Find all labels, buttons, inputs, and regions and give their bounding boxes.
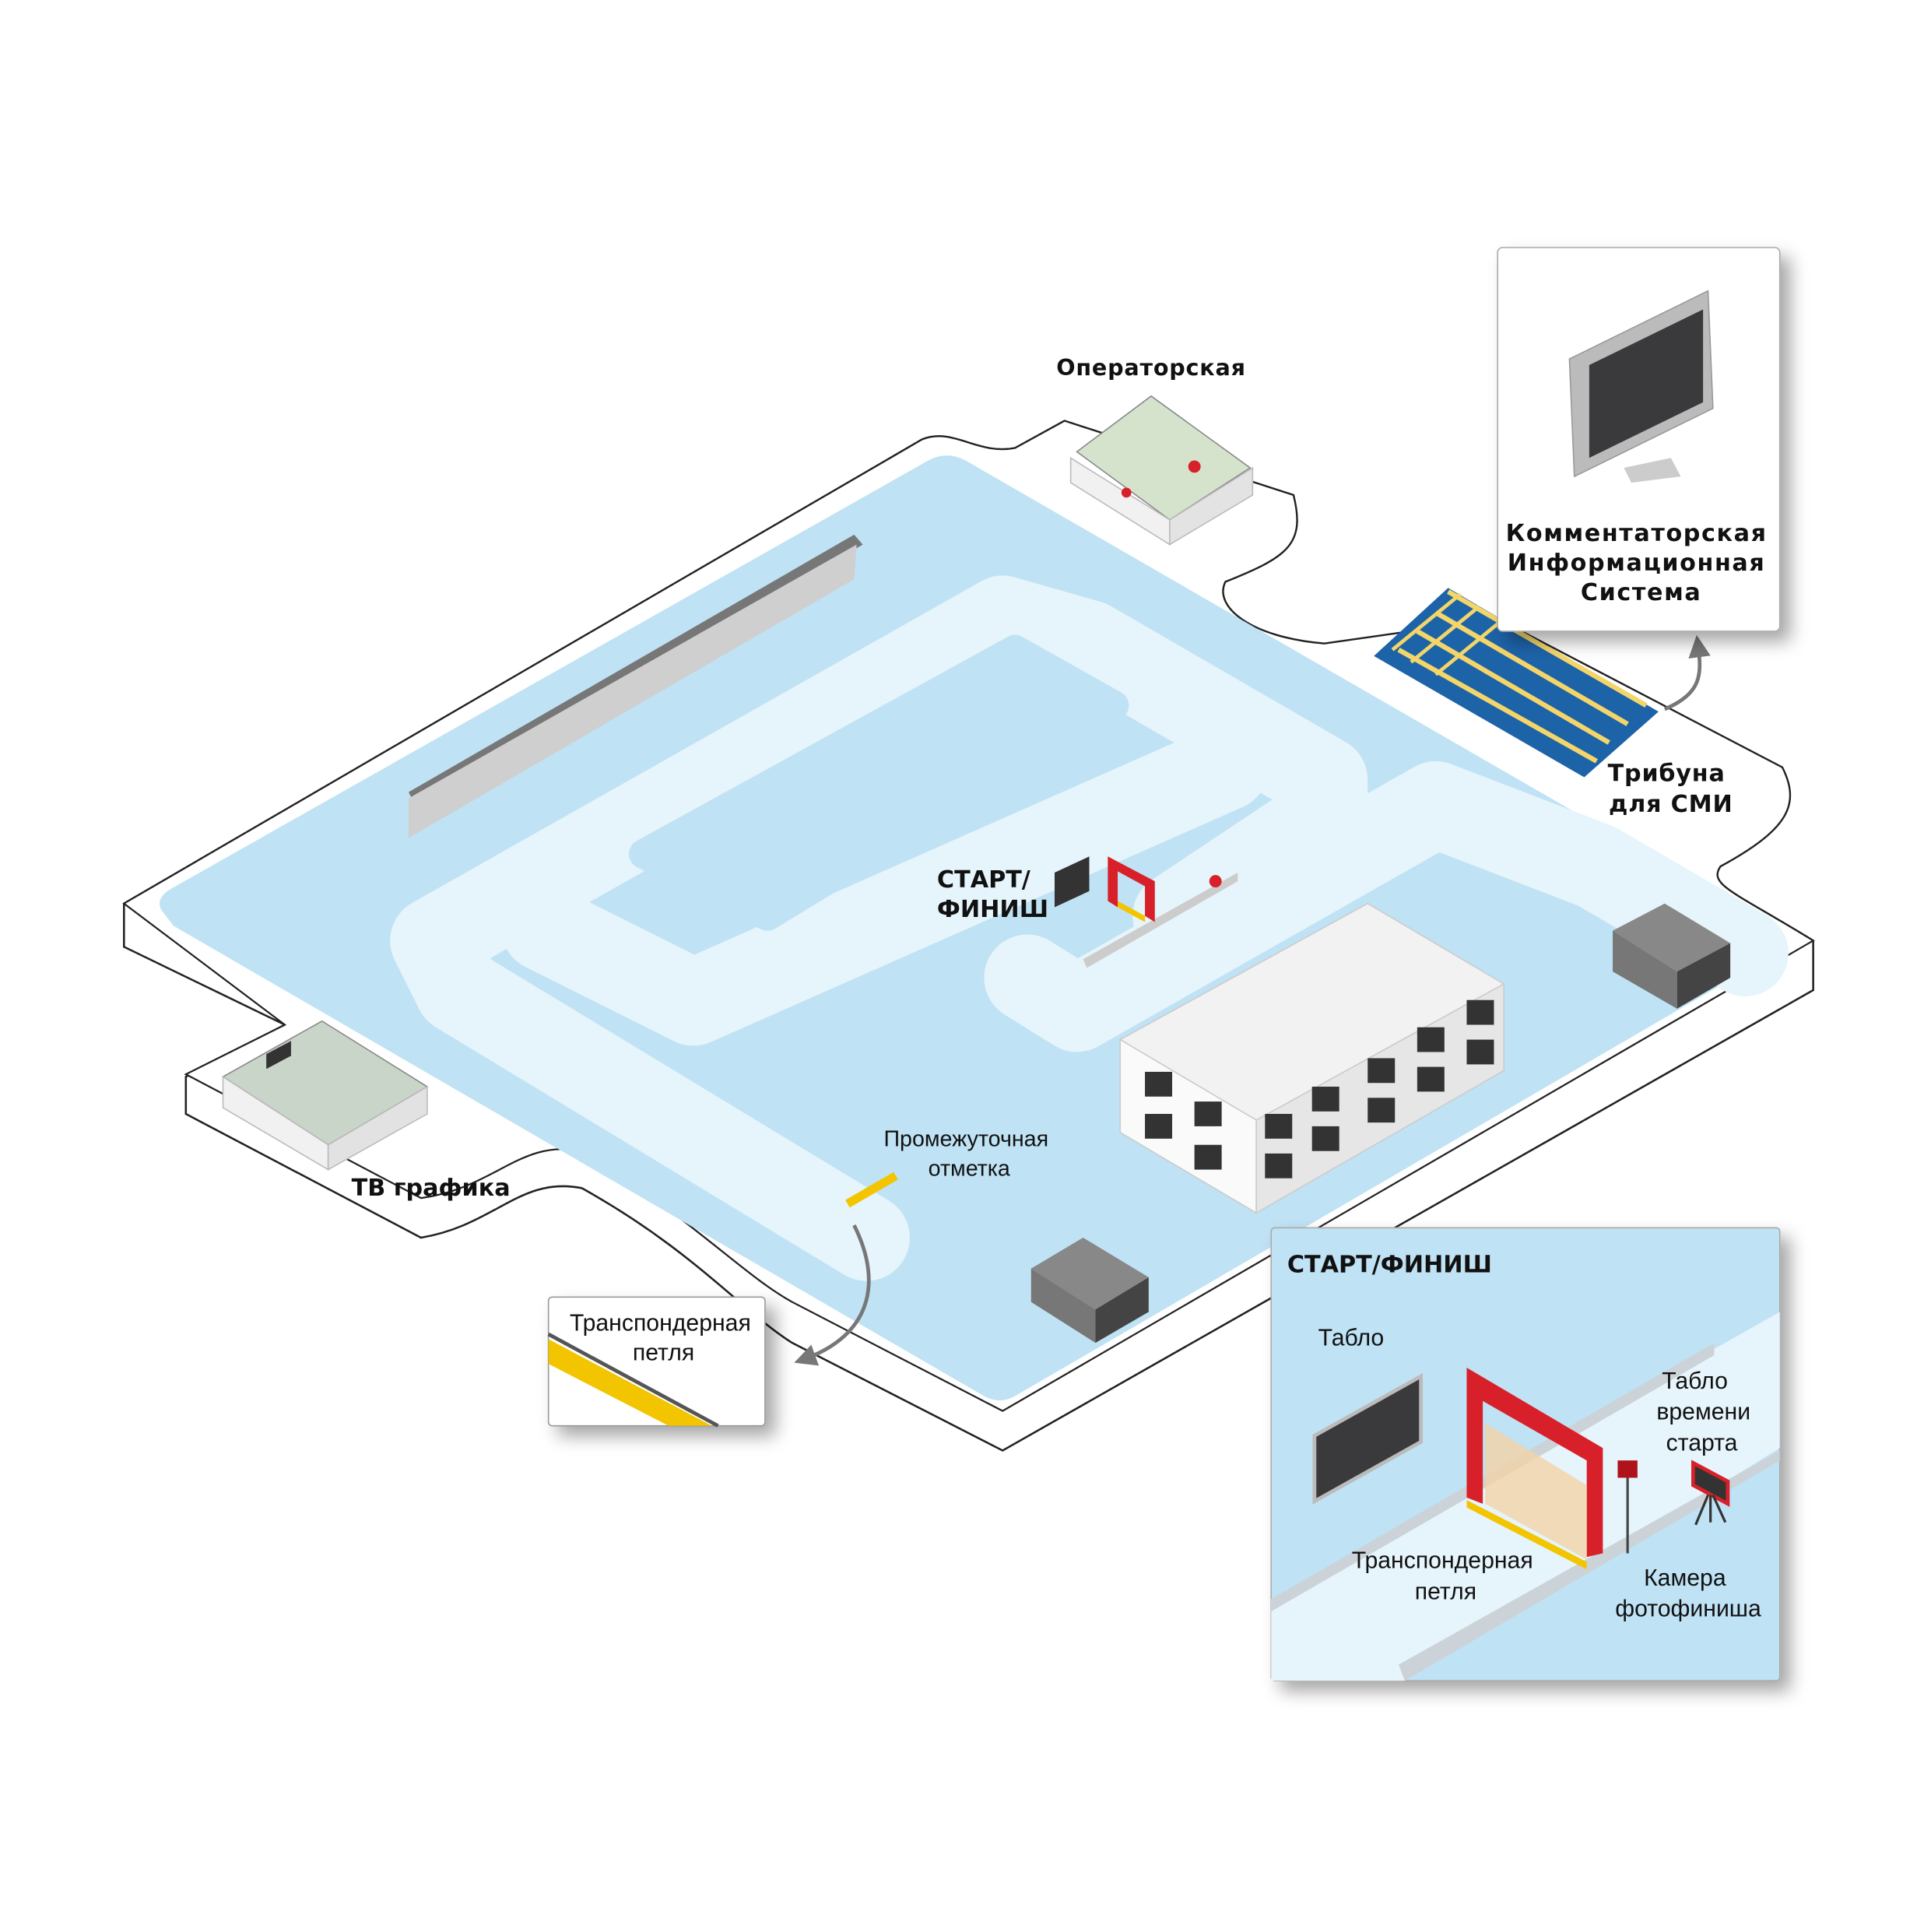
transponder-loop-card: Транспондерная петля [547, 1296, 766, 1428]
operator-room [1069, 395, 1254, 546]
inset-transponder-label-1: Транспондерная [1352, 1548, 1533, 1574]
scoreboard-icon [1312, 1373, 1424, 1505]
svg-text:Табло времени стар: Табло времени старта [1656, 1368, 1757, 1456]
svg-text:Транспондерная петля: Транспондерная петля [1352, 1548, 1540, 1605]
callout-arrow-loop [794, 1224, 871, 1366]
svg-text:Камера фотофиниша: Камера фотофиниша [1615, 1565, 1761, 1622]
transponder-callout-line-2: петля [633, 1340, 694, 1365]
callout-arrow-media [1663, 634, 1711, 711]
photo-finish-camera-icon [1617, 1460, 1638, 1478]
inset-title: СТАРТ/ФИНИШ [1287, 1252, 1492, 1279]
svg-text:СТАРТ/ ФИНИШ: СТАРТ/ ФИНИШ [937, 866, 1048, 923]
start-time-board-label-1: Табло [1662, 1368, 1728, 1394]
spectator-stand [408, 534, 863, 838]
start-time-board-label-2: времени [1656, 1400, 1750, 1425]
start-time-board-icon [1691, 1460, 1730, 1507]
intermediate-mark-label-2: отметка [929, 1157, 1010, 1182]
media-stand-label-1: Трибуна [1608, 760, 1726, 787]
photo-finish-label-1: Камера [1644, 1565, 1726, 1591]
svg-text:Промежуточная отметка: Промежуточная отметка [883, 1126, 1055, 1181]
tv-graphics-label: ТВ графика [352, 1175, 511, 1202]
commentator-system-card: Комментаторская Информационная Система [1497, 247, 1781, 632]
intermediate-loop-marker [845, 1171, 898, 1208]
tv-graphics-room [221, 1020, 429, 1171]
operator-room-label: Операторская [1056, 354, 1246, 381]
ice-surface [160, 455, 1785, 1401]
svg-text:Трибуна для СМИ: Трибуна для СМИ [1608, 760, 1734, 818]
start-finish-label-2: ФИНИШ [937, 896, 1048, 923]
track [390, 575, 1789, 1281]
inset-scoreboard-label: Табло [1318, 1325, 1385, 1351]
commentator-label-3: Система [1581, 579, 1701, 606]
garage-bottom [1030, 1238, 1149, 1344]
commentator-label-1: Комментаторская [1506, 520, 1768, 547]
intermediate-mark-label-1: Промежуточная [883, 1126, 1048, 1151]
photo-finish-label-2: фотофиниша [1615, 1597, 1761, 1622]
garage-right [1613, 903, 1731, 1009]
transponder-callout-line-1: Транспондерная [570, 1310, 751, 1336]
start-finish-inset: СТАРТ/ФИНИШ Табло Табло времени старта Т… [1270, 1227, 1781, 1682]
svg-text:Транспондерная петля: Транспондерная петля [570, 1310, 757, 1365]
start-gate-icon [1466, 1367, 1603, 1558]
svg-text:Комментаторская Информац: Комментаторская Информационная Система [1506, 520, 1777, 606]
media-stand-label-2: для СМИ [1609, 791, 1733, 818]
media-grandstand [1374, 588, 1659, 778]
start-finish-gate-mini [1054, 856, 1238, 968]
start-finish-label-1: СТАРТ/ [937, 866, 1031, 894]
building [1118, 902, 1505, 1214]
track-inner [629, 634, 1129, 931]
inset-transponder-label-2: петля [1415, 1579, 1476, 1604]
commentator-label-2: Информационная [1508, 550, 1766, 577]
start-time-board-label-3: старта [1666, 1430, 1738, 1456]
